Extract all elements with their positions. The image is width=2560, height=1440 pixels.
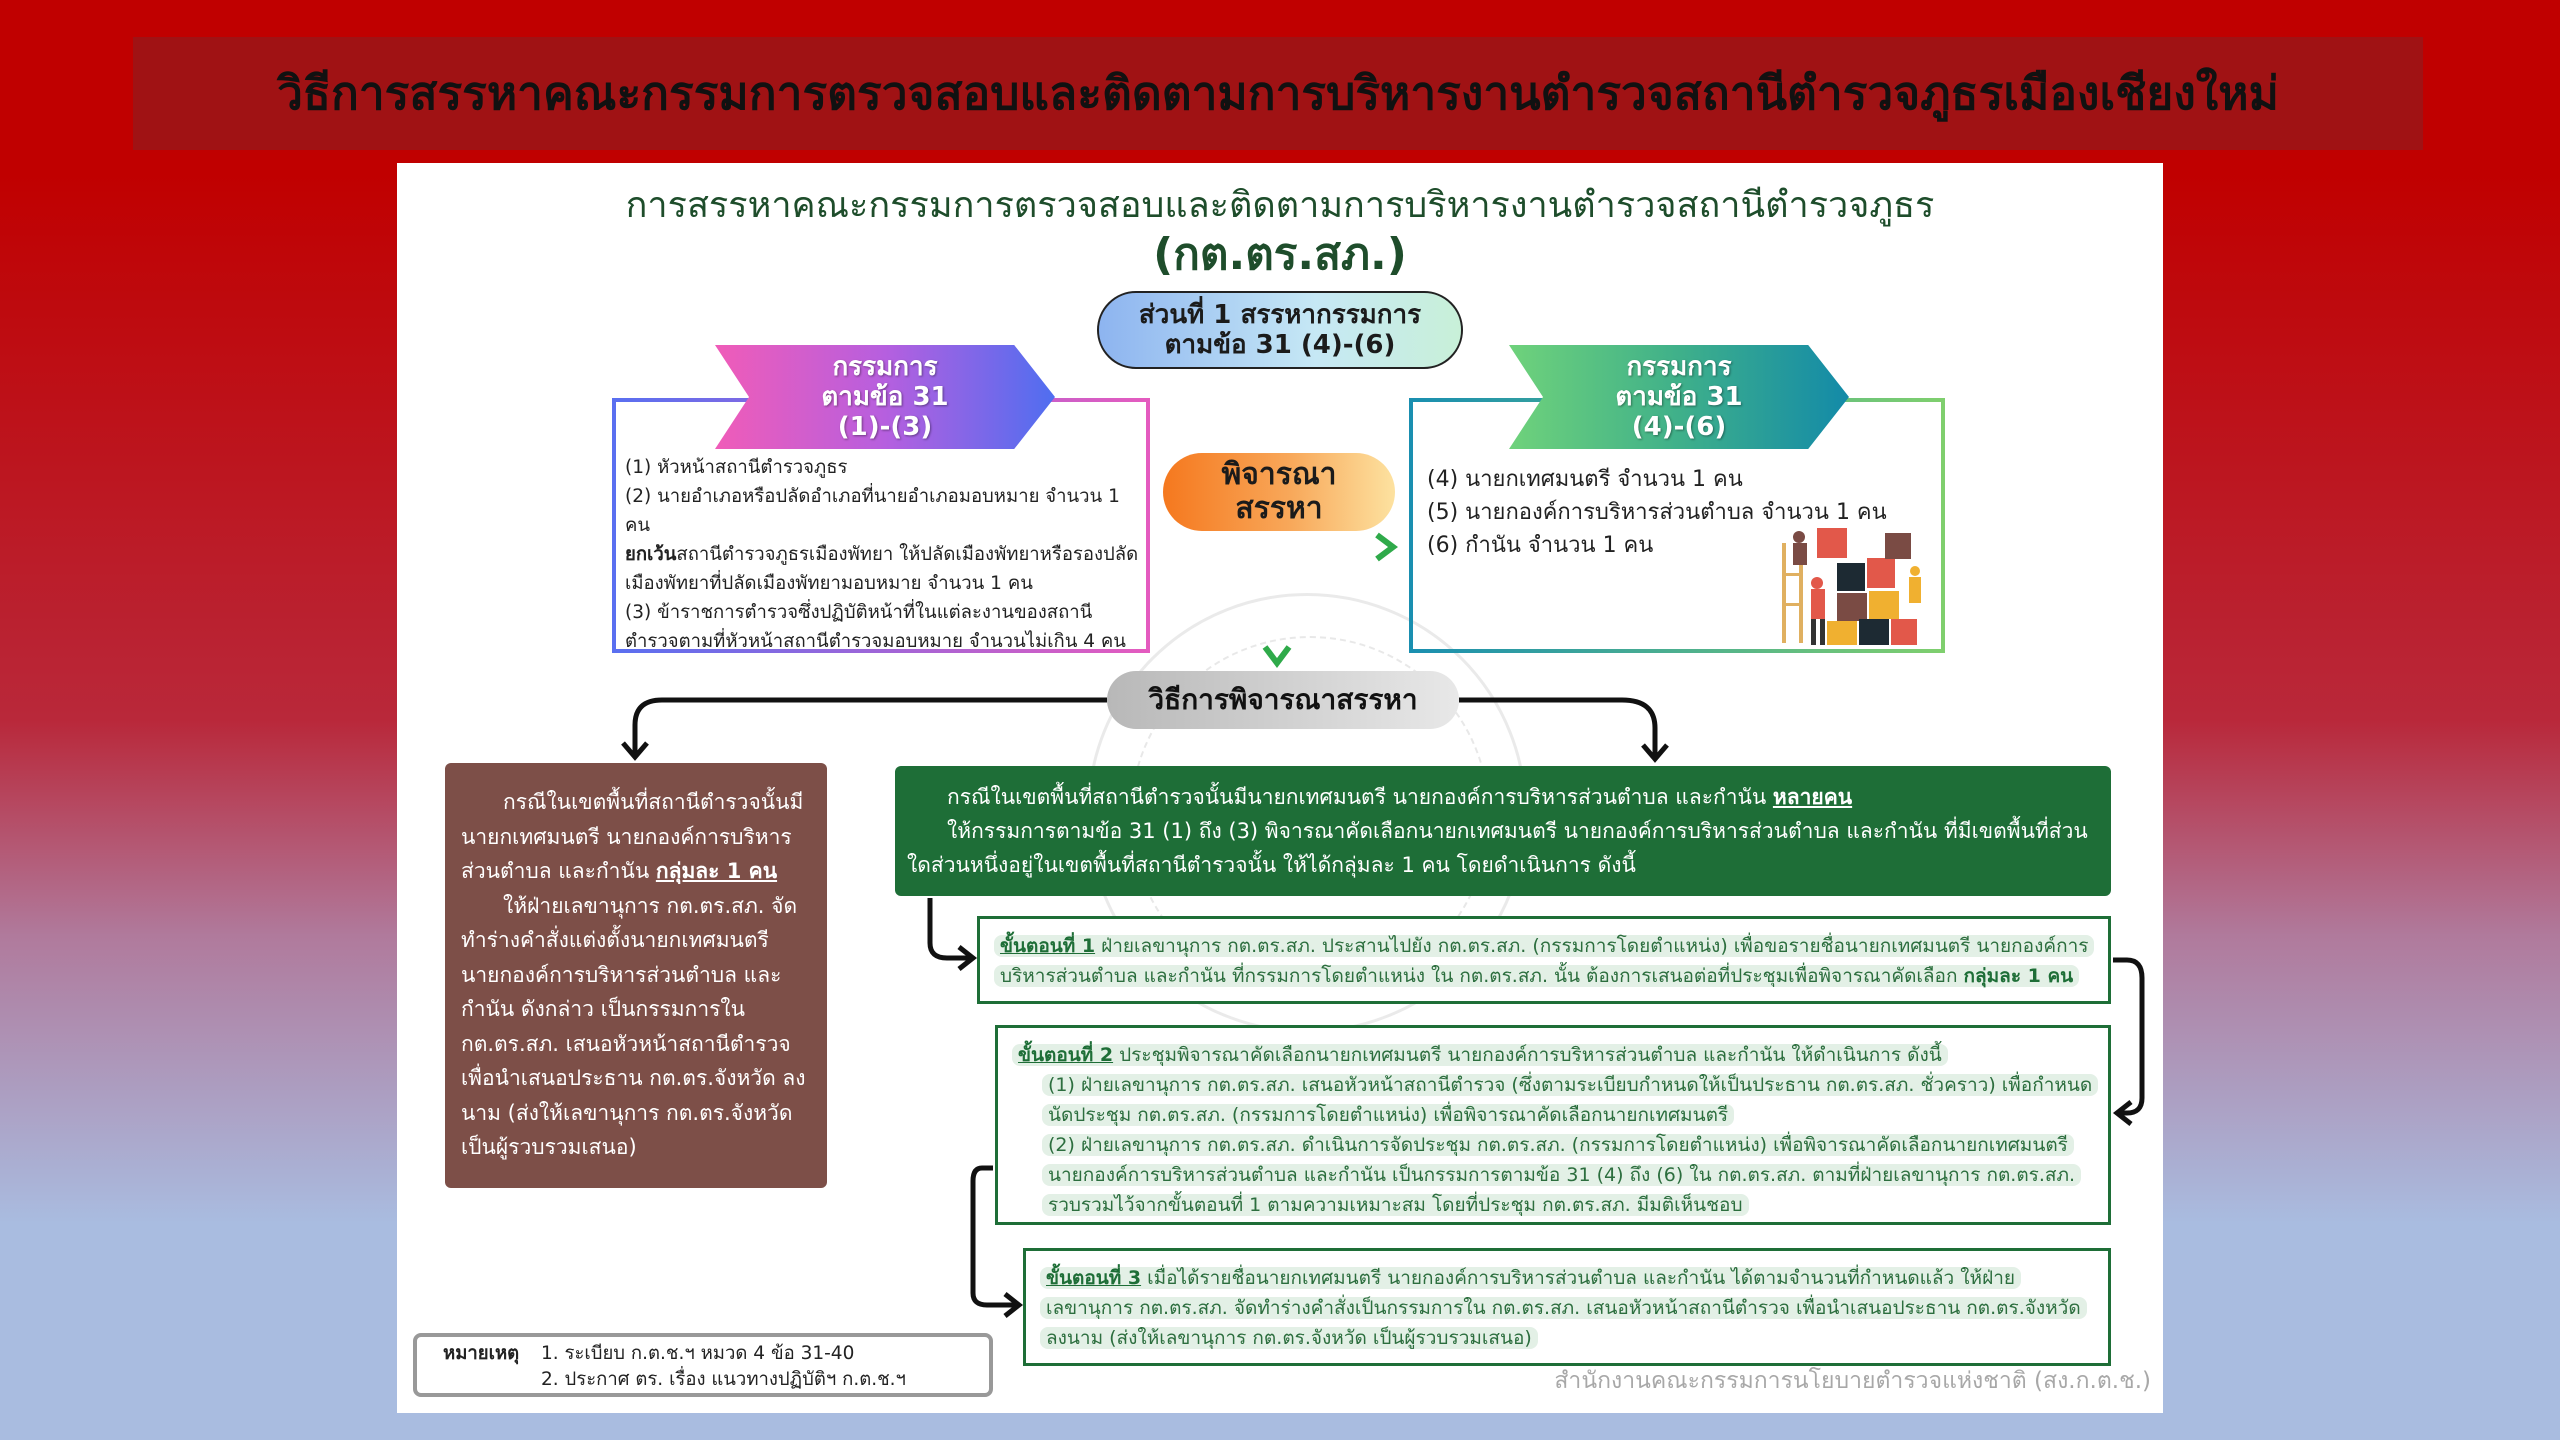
note-item: 2. ประกาศ ตร. เรื่อง แนวทางปฏิบัติฯ ก.ต.… xyxy=(541,1369,906,1390)
page-banner: วิธีการสรรหาคณะกรรมการตรวจสอบและติดตามกา… xyxy=(133,37,2423,150)
consider-recruit-pill: พิจารณา สรรหา xyxy=(1163,453,1395,531)
chevron-text: ตามข้อ 31 xyxy=(1615,382,1743,412)
chevron-text: (1)-(3) xyxy=(837,412,933,442)
step-3-label: ขั้นตอนที่ 3 xyxy=(1046,1267,1142,1289)
consider-line1: พิจารณา xyxy=(1221,457,1337,492)
method-pill: วิธีการพิจารณาสรรหา xyxy=(1107,671,1459,729)
step-2-sub-2: (2) ฝ่ายเลขานุการ กต.ตร.สภ. ดำเนินการจัด… xyxy=(1042,1134,2082,1216)
chevron-text: กรรมการ xyxy=(1626,352,1732,382)
puzzle-teamwork-icon xyxy=(1782,528,1921,645)
part-pill-line2: ตามข้อ 31 (4)-(6) xyxy=(1164,330,1396,360)
multi-case-emphasis: หลายคน xyxy=(1772,785,1853,809)
step-1-box: ขั้นตอนที่ 1 ฝ่ายเลขานุการ กต.ตร.สภ. ประ… xyxy=(977,916,2111,1004)
part-pill-line1: ส่วนที่ 1 สรรหากรรมการ xyxy=(1138,300,1422,330)
arrow-to-right-group xyxy=(1159,532,1398,562)
multi-case-text: ให้กรรมการตามข้อ 31 (1) ถึง (3) พิจารณาค… xyxy=(907,819,2088,877)
step-2-text: ประชุมพิจารณาคัดเลือกนายกเทศมนตรี นายกอง… xyxy=(1113,1044,1942,1066)
banner-title: วิธีการสรรหาคณะกรรมการตรวจสอบและติดตามกา… xyxy=(277,66,2279,120)
list-item: (4) นายกเทศมนตรี จำนวน 1 คน xyxy=(1427,467,1743,492)
step-1-label: ขั้นตอนที่ 1 xyxy=(1000,935,1096,957)
exception-text: สถานีตำรวจภูธรเมืองพัทยา ให้ปลัดเมืองพัท… xyxy=(625,544,1139,594)
list-item: (2) นายอำเภอหรือปลัดอำเภอที่นายอำเภอมอบห… xyxy=(625,486,1120,536)
step-2-label: ขั้นตอนที่ 2 xyxy=(1018,1044,1114,1066)
single-case-box: กรณีในเขตพื้นที่สถานีตำรวจนั้นมีนายกเทศม… xyxy=(445,763,827,1188)
right-committee-chevron: กรรมการ ตามข้อ 31 (4)-(6) xyxy=(1509,345,1849,449)
chevron-text: (4)-(6) xyxy=(1631,412,1727,442)
right-committee-list: (4) นายกเทศมนตรี จำนวน 1 คน (5) นายกองค์… xyxy=(1427,463,1927,562)
chevron-text: กรรมการ xyxy=(832,352,938,382)
left-committee-chevron: กรรมการ ตามข้อ 31 (1)-(3) xyxy=(715,345,1055,449)
step-1-text: ฝ่ายเลขานุการ กต.ตร.สภ. ประสานไปยัง กต.ต… xyxy=(1000,935,2089,987)
multi-case-p2: ให้กรรมการตามข้อ 31 (1) ถึง (3) พิจารณาค… xyxy=(907,814,2099,882)
step-3-box: ขั้นตอนที่ 3 เมื่อได้รายชื่อนายกเทศมนตรี… xyxy=(1023,1248,2111,1366)
list-item: (5) นายกองค์การบริหารส่วนตำบล จำนวน 1 คน xyxy=(1427,500,1887,525)
note-item: 1. ระเบียบ ก.ต.ช.ฯ หมวด 4 ข้อ 31-40 xyxy=(541,1343,855,1364)
source-credit: สำนักงานคณะกรรมการนโยบายตำรวจแห่งชาติ (ส… xyxy=(1554,1368,2151,1394)
diagram-title: การสรรหาคณะกรรมการตรวจสอบและติดตามการบริ… xyxy=(625,185,1935,226)
list-item: (1) หัวหน้าสถานีตำรวจภูธร xyxy=(625,457,848,478)
step-2-sub-1: (1) ฝ่ายเลขานุการ กต.ตร.สภ. เสนอหัวหน้าส… xyxy=(1042,1074,2099,1126)
single-case-p2: ให้ฝ่ายเลขานุการ กต.ตร.สภ. จัดทำร่างคำสั… xyxy=(461,889,811,1165)
list-item: (3) ข้าราชการตำรวจซึ่งปฏิบัติหน้าที่ในแต… xyxy=(625,602,1126,652)
step-1-emphasis: กลุ่มละ 1 คน xyxy=(1963,965,2074,987)
exception-label: ยกเว้น xyxy=(625,544,677,565)
arrow-to-single-case xyxy=(621,697,1107,761)
arrow-step-1-to-2 xyxy=(2112,957,2145,1126)
list-item: ยกเว้นสถานีตำรวจภูธรเมืองพัทยา ให้ปลัดเม… xyxy=(625,540,1145,598)
single-case-text: ให้ฝ่ายเลขานุการ กต.ตร.สภ. จัดทำร่างคำสั… xyxy=(461,893,806,1160)
single-case-emphasis: กลุ่มละ 1 คน xyxy=(655,859,778,883)
step-2-box: ขั้นตอนที่ 2 ประชุมพิจารณาคัดเลือกนายกเท… xyxy=(995,1025,2111,1225)
single-case-p1: กรณีในเขตพื้นที่สถานีตำรวจนั้นมีนายกเทศม… xyxy=(461,785,811,889)
list-item: (6) กำนัน จำนวน 1 คน xyxy=(1427,533,1654,558)
left-committee-list: (1) หัวหน้าสถานีตำรวจภูธร (2) นายอำเภอหร… xyxy=(625,453,1145,656)
arrow-to-step-1 xyxy=(927,898,978,971)
notes-label: หมายเหตุ xyxy=(443,1343,520,1364)
diagram-subtitle: (กต.ตร.สภ.) xyxy=(1153,229,1407,280)
diagram-card: การสรรหาคณะกรรมการตรวจสอบและติดตามการบริ… xyxy=(397,163,2163,1413)
notes-box: หมายเหตุ 1. ระเบียบ ก.ต.ช.ฯ หมวด 4 ข้อ 31… xyxy=(413,1333,993,1397)
part-one-pill: ส่วนที่ 1 สรรหากรรมการ ตามข้อ 31 (4)-(6) xyxy=(1097,291,1463,369)
multi-case-box: กรณีในเขตพื้นที่สถานีตำรวจนั้นมีนายกเทศม… xyxy=(895,766,2111,896)
chevron-text: ตามข้อ 31 xyxy=(821,382,949,412)
multi-case-text: กรณีในเขตพื้นที่สถานีตำรวจนั้นมีนายกเทศม… xyxy=(947,785,1767,809)
single-case-text: กรณีในเขตพื้นที่สถานีตำรวจนั้นมีนายกเทศม… xyxy=(461,790,804,883)
multi-case-p1: กรณีในเขตพื้นที่สถานีตำรวจนั้นมีนายกเทศม… xyxy=(907,780,2099,814)
consider-line2: สรรหา xyxy=(1235,491,1323,526)
step-3-text: เมื่อได้รายชื่อนายกเทศมนตรี นายกองค์การบ… xyxy=(1046,1267,2081,1349)
